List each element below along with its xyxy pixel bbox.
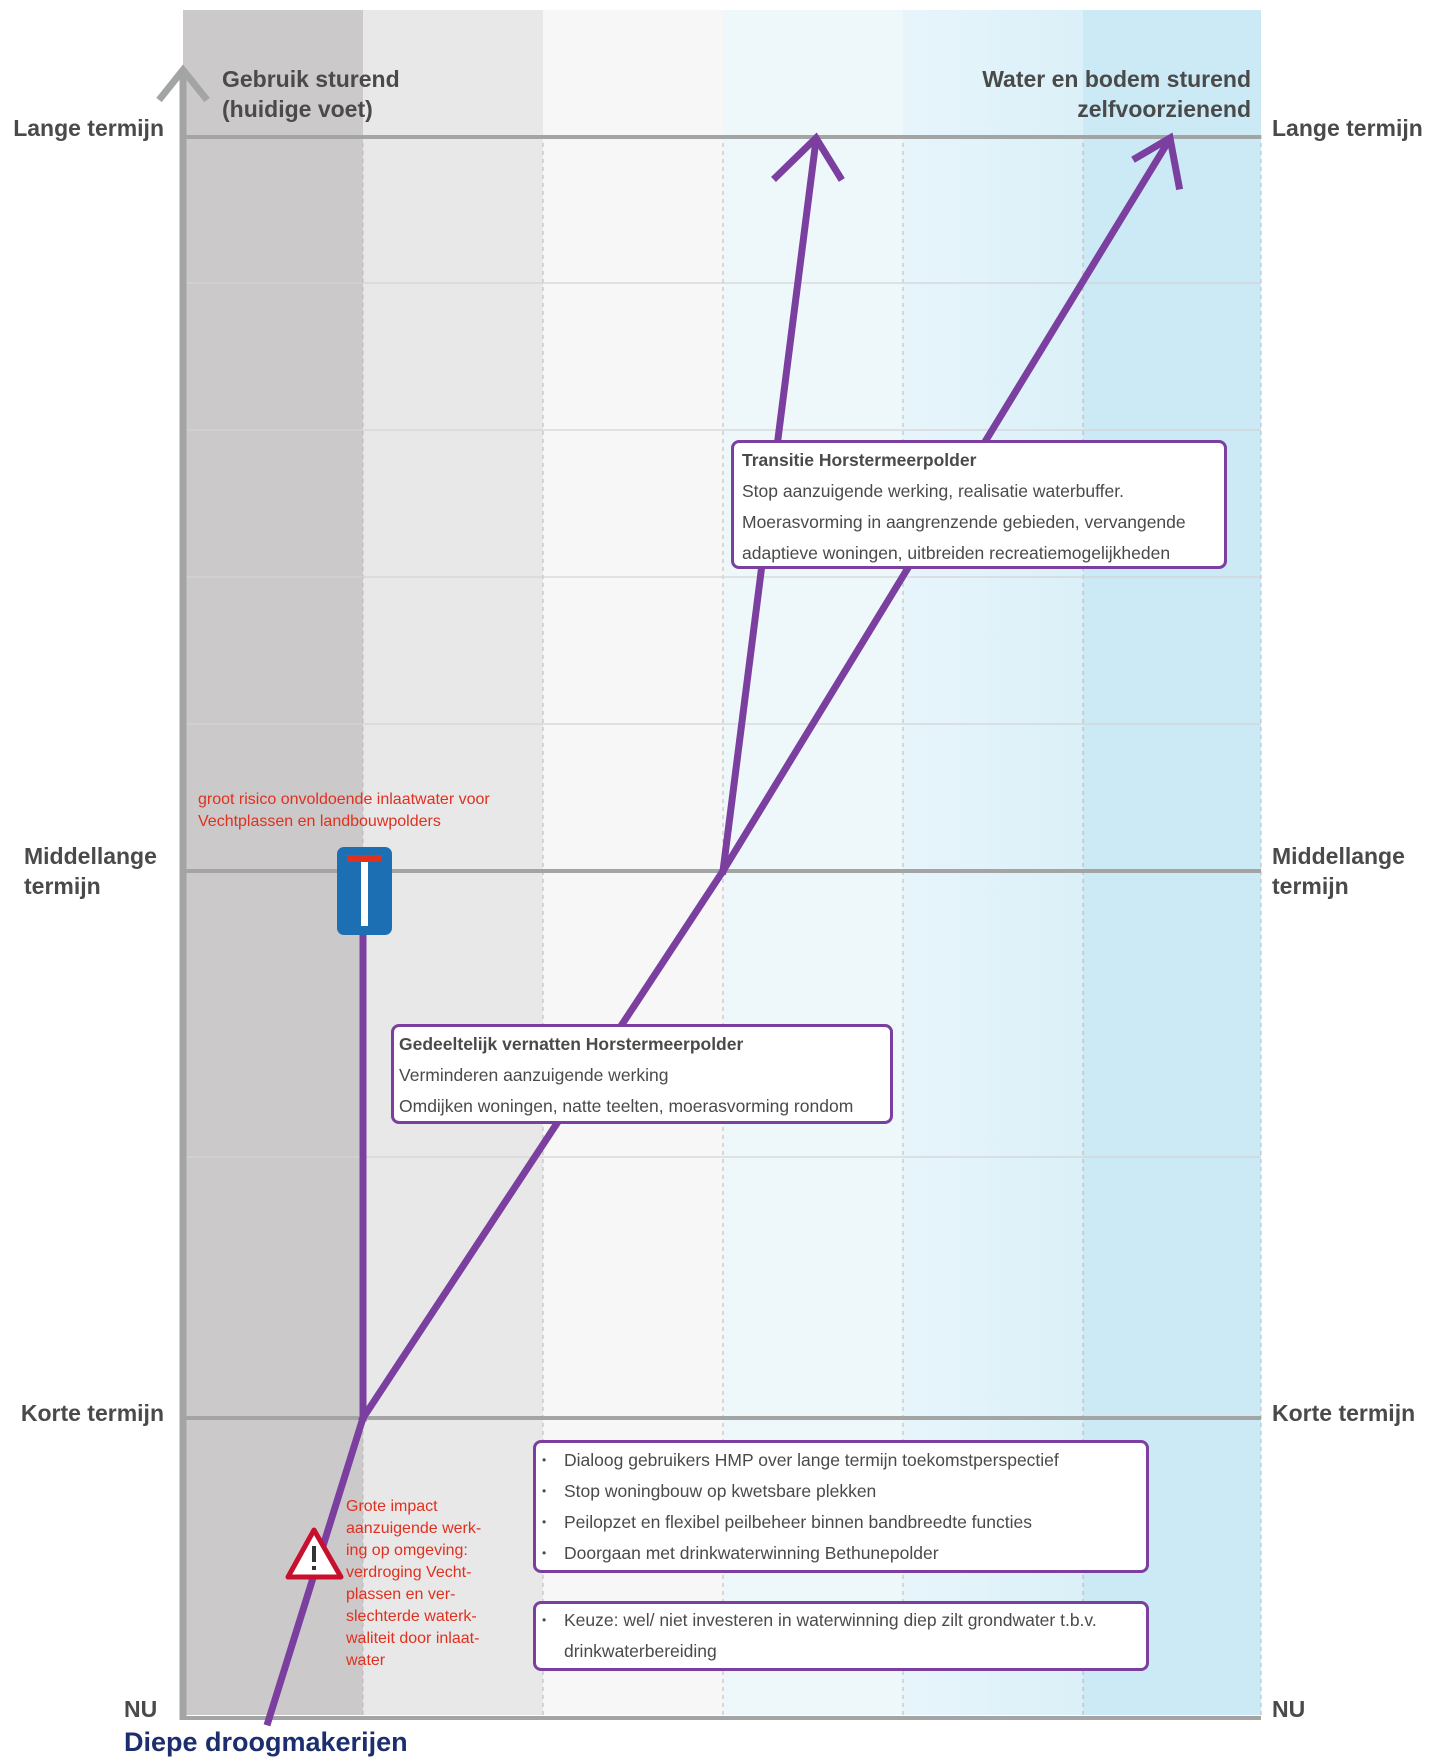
- choice-item: Keuze: wel/ niet investeren in waterwinn…: [536, 1605, 1146, 1636]
- transition-box: Transitie Horstermeerpolder Stop aanzuig…: [731, 440, 1227, 569]
- diagram-title: Diepe droogmakerijen: [124, 1727, 408, 1757]
- left-direction-label: Gebruik sturend (huidige voet): [222, 66, 400, 122]
- dead-end-road-sign-icon: [337, 847, 392, 935]
- partial-box: Gedeeltelijk vernatten Horstermeerpolder…: [391, 1024, 893, 1124]
- transition-box-line: adaptieve woningen, uitbreiden recreatie…: [742, 543, 1171, 563]
- partial-box-title: Gedeeltelijk vernatten Horstermeerpolder: [399, 1034, 744, 1054]
- mid-term-label-left: Middellange termijn: [24, 843, 157, 899]
- now-label-left: NU: [124, 1696, 158, 1722]
- short-term-label-right: Korte termijn: [1272, 1400, 1416, 1426]
- long-term-label-right: Lange termijn: [1272, 115, 1423, 141]
- short-term-label-left: Korte termijn: [20, 1400, 164, 1426]
- partial-box-line: Omdijken woningen, natte teelten, moeras…: [399, 1096, 854, 1116]
- partial-box-line: Verminderen aanzuigende werking: [399, 1065, 669, 1085]
- now-action-item: Stop woningbouw op kwetsbare plekken: [536, 1476, 1146, 1507]
- time-axis: [156, 64, 210, 1720]
- choice-box: Keuze: wel/ niet investeren in waterwinn…: [533, 1601, 1149, 1671]
- dead-end-warning-text: groot risico onvoldoende inlaatwater voo…: [198, 791, 490, 830]
- warning-triangle-icon: [285, 1527, 344, 1580]
- now-action-item: Peilopzet en flexibel peilbeheer binnen …: [536, 1507, 1146, 1538]
- now-action-item: Dialoog gebruikers HMP over lange termij…: [536, 1445, 1146, 1476]
- right-direction-label: Water en bodem sturend zelfvoorzienend: [982, 66, 1251, 122]
- mid-term-label-right: Middellange termijn: [1272, 843, 1405, 899]
- impact-warning-text: Grote impact aanzuigende werk- ing op om…: [346, 1498, 482, 1669]
- choice-item-continuation: drinkwaterbereiding: [564, 1641, 717, 1661]
- now-label-right: NU: [1272, 1696, 1306, 1722]
- transition-box-line: Moerasvorming in aangrenzende gebieden, …: [742, 512, 1186, 532]
- long-term-label-left: Lange termijn: [13, 115, 164, 141]
- now-actions-box: Dialoog gebruikers HMP over lange termij…: [533, 1440, 1149, 1573]
- background-columns: [183, 10, 1261, 1715]
- now-action-item: Doorgaan met drinkwaterwinning Bethunepo…: [536, 1538, 1146, 1569]
- transition-box-title: Transitie Horstermeerpolder: [742, 450, 977, 470]
- transition-box-line: Stop aanzuigende werking, realisatie wat…: [742, 481, 1125, 501]
